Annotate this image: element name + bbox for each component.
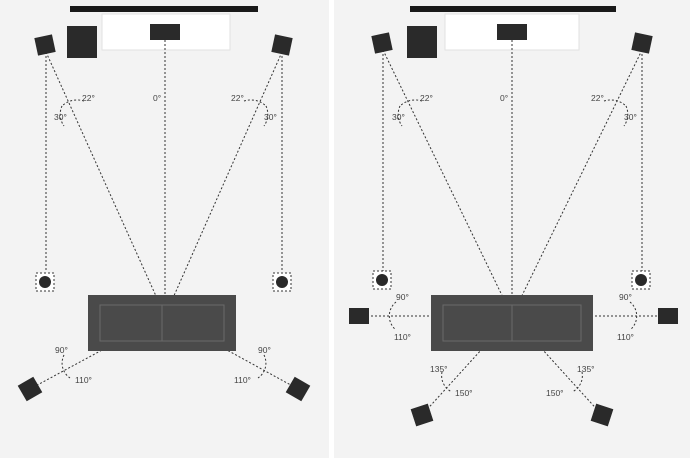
sofa [88, 295, 236, 351]
label-front-right-inner: 22° [591, 93, 604, 103]
label-center-angle: 0° [153, 93, 161, 103]
arc-side-right [629, 301, 638, 331]
front-left-line [45, 51, 166, 317]
label-rear-right-outer: 110° [234, 375, 251, 385]
left-position-marker [372, 270, 392, 290]
rear-right-speaker [590, 403, 614, 427]
label-front-left-outer: 30° [392, 112, 405, 122]
right-layout-panel: 0° 22° 30° 22° 30° 90° 110° 90° 110° 135… [334, 0, 690, 458]
arc-rear-left [61, 354, 71, 379]
arc-front-right-inner [243, 99, 267, 107]
label-rear-right-inner: 90° [258, 345, 271, 355]
label-front-left-outer: 30° [54, 112, 67, 122]
sofa [431, 295, 593, 351]
label-front-left-inner: 22° [420, 93, 433, 103]
arc-front-left-inner [61, 99, 85, 107]
front-right-speaker [631, 32, 653, 54]
rear-left-speaker [17, 376, 43, 402]
side-right-speaker [658, 308, 678, 324]
front-right-speaker [271, 34, 293, 56]
front-left-speaker [34, 34, 56, 56]
right-layout-svg: 0° 22° 30° 22° 30° 90° 110° 90° 110° 135… [349, 6, 678, 427]
label-front-left-inner: 22° [82, 93, 95, 103]
arc-rear-right [571, 371, 583, 393]
listening-lines [359, 40, 668, 416]
label-center-angle: 0° [500, 93, 508, 103]
arc-rear-right [257, 354, 267, 379]
arc-front-right-inner [603, 99, 627, 107]
right-position-marker [272, 272, 292, 292]
label-front-right-outer: 30° [264, 112, 277, 122]
subwoofer [67, 26, 97, 58]
subwoofer [407, 26, 437, 58]
left-position-marker [35, 272, 55, 292]
label-rear-left-outer: 150° [455, 388, 473, 398]
label-side-left-inner: 90° [396, 292, 409, 302]
label-rear-left-inner: 90° [55, 345, 68, 355]
front-right-line [511, 49, 643, 317]
center-speaker [497, 24, 527, 40]
arc-rear-left [441, 371, 453, 393]
right-position-marker [631, 270, 651, 290]
center-speaker [150, 24, 180, 40]
arc-front-right-outer [623, 105, 629, 127]
label-rear-left-outer: 110° [75, 375, 92, 385]
arc-front-left-outer [397, 105, 403, 127]
label-rear-right-inner: 135° [577, 364, 595, 374]
label-rear-left-inner: 135° [430, 364, 448, 374]
left-layout-panel: 0° 22° 30° 22° 30° 90° 110° 90° 110° [0, 0, 329, 458]
left-layout-svg: 0° 22° 30° 22° 30° 90° 110° 90° 110° [17, 6, 311, 402]
label-front-right-inner: 22° [231, 93, 244, 103]
front-right-line [164, 51, 283, 317]
label-side-left-outer: 110° [394, 332, 411, 342]
tv-screen [410, 6, 616, 12]
front-left-speaker [371, 32, 393, 54]
label-side-right-outer: 110° [617, 332, 634, 342]
arc-side-left [388, 301, 397, 331]
label-rear-right-outer: 150° [546, 388, 564, 398]
arc-front-left-outer [59, 105, 65, 127]
arc-front-left-inner [399, 99, 423, 107]
label-side-right-inner: 90° [619, 292, 632, 302]
rear-right-speaker [285, 376, 311, 402]
front-left-line [382, 49, 513, 317]
side-left-speaker [349, 308, 369, 324]
arc-front-right-outer [263, 105, 269, 127]
label-front-right-outer: 30° [624, 112, 637, 122]
tv-screen [70, 6, 258, 12]
rear-left-speaker [410, 403, 434, 427]
